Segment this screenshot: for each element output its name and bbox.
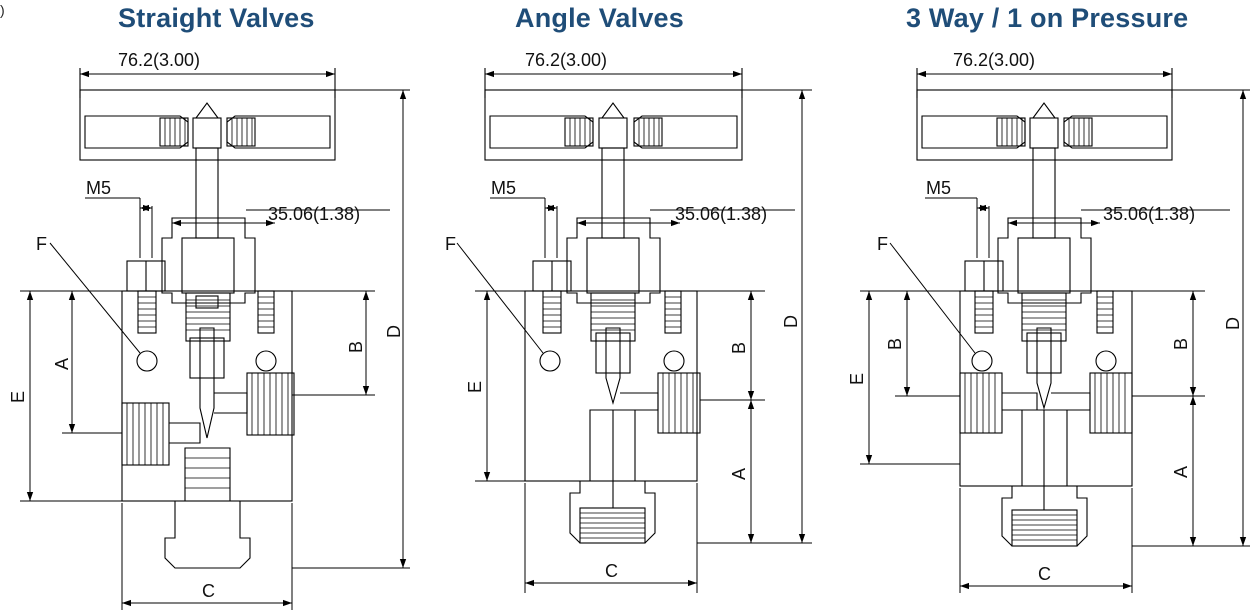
label-b: B (1171, 338, 1191, 350)
label-handle-width: 76.2(3.00) (525, 50, 607, 70)
stem (1032, 147, 1056, 239)
bonnet (566, 217, 661, 304)
corner-mark: ) (0, 2, 5, 18)
straight-valve-drawing: 76.2(3.00) 35.06(1.38) M5 F C D E A B (0, 38, 420, 616)
three-way-valve-svg: 76.2(3.00) 35.06(1.38) M5 F C D E B B A (847, 50, 1250, 593)
label-c: C (202, 581, 215, 601)
title-straight-valves: Straight Valves (118, 3, 315, 33)
valve-body (959, 290, 1133, 487)
label-a: A (1171, 466, 1191, 478)
label-m5: M5 (926, 178, 951, 198)
angle-valve-svg: 76.2(3.00) 35.06(1.38) M5 F C D E B A (445, 50, 812, 593)
valve-body (121, 290, 293, 502)
stem (601, 147, 625, 239)
bonnet (997, 217, 1092, 304)
bonnet (161, 217, 256, 304)
label-c: C (1038, 564, 1051, 584)
label-d: D (781, 315, 801, 328)
label-f: F (36, 234, 47, 254)
stem (195, 147, 219, 239)
handle-bar (79, 89, 336, 161)
label-b: B (729, 342, 749, 354)
title-angle-valves: Angle Valves (515, 3, 684, 33)
label-m5: M5 (86, 178, 111, 198)
label-b: B (346, 341, 366, 353)
label-a: A (52, 358, 72, 370)
label-c: C (605, 561, 618, 581)
label-handle-width: 76.2(3.00) (953, 50, 1035, 70)
handle-bar (484, 89, 743, 161)
label-flat-width: 35.06(1.38) (1103, 204, 1195, 224)
straight-valve-svg: 76.2(3.00) 35.06(1.38) M5 F C D E A B (8, 50, 410, 610)
label-d: D (384, 325, 404, 338)
label-m5: M5 (491, 178, 516, 198)
angle-valve-drawing: 76.2(3.00) 35.06(1.38) M5 F C D E B A (425, 38, 825, 616)
three-way-valve-drawing: 76.2(3.00) 35.06(1.38) M5 F C D E B B A (835, 38, 1252, 616)
label-handle-width: 76.2(3.00) (118, 50, 200, 70)
label-b-left: B (885, 338, 905, 350)
label-e: E (465, 381, 485, 393)
label-d: D (1223, 317, 1243, 330)
bottom-fitting (164, 447, 251, 569)
label-e: E (8, 391, 28, 403)
valve-body (524, 290, 698, 482)
label-flat-width: 35.06(1.38) (675, 204, 767, 224)
label-f: F (877, 234, 888, 254)
handle-bar (916, 89, 1173, 161)
label-f: F (445, 234, 456, 254)
title-3-way-valves: 3 Way / 1 on Pressure (906, 3, 1189, 33)
label-e: E (847, 373, 867, 385)
label-a: A (729, 468, 749, 480)
label-flat-width: 35.06(1.38) (268, 204, 360, 224)
